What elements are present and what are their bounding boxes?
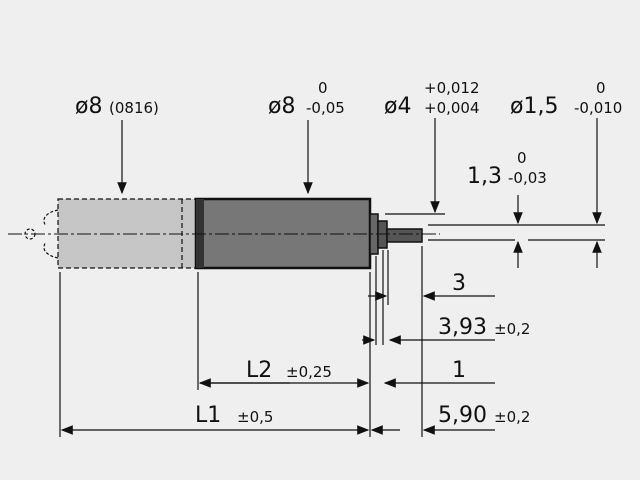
d4-upper-tol: +0,012 [424,79,480,97]
h13-upper-tol: 0 [517,149,527,167]
dim3-label: 3 [452,271,466,296]
d8-main-lower-tol: -0,05 [306,99,345,117]
d8-main-upper-tol: 0 [318,79,328,97]
d8-main-label: ø8 [268,94,295,119]
h13-lower-tol: -0,03 [508,169,547,187]
L1-tol: ±0,5 [237,408,273,426]
d8-ghost-code: (0816) [109,99,159,117]
dim393-tol: ±0,2 [494,320,530,338]
d15-upper-tol: 0 [596,79,606,97]
dim590-label: 5,90 [438,403,487,428]
d4-lower-tol: +0,004 [424,99,480,117]
L2-label: L2 [246,358,272,383]
h13-label: 1,3 [467,164,502,189]
d4-label: ø4 [384,94,411,119]
dim590-tol: ±0,2 [494,408,530,426]
d15-label: ø1,5 [510,94,558,119]
motor-shaft [386,228,423,243]
d8-ghost-label: ø8 [75,94,102,119]
dim1-label: 1 [452,358,466,383]
dim393-label: 3,93 [438,315,487,340]
d15-lower-tol: -0,010 [574,99,622,117]
L2-tol: ±0,25 [286,363,332,381]
ghost-connector [43,209,59,259]
L1-label: L1 [195,403,221,428]
